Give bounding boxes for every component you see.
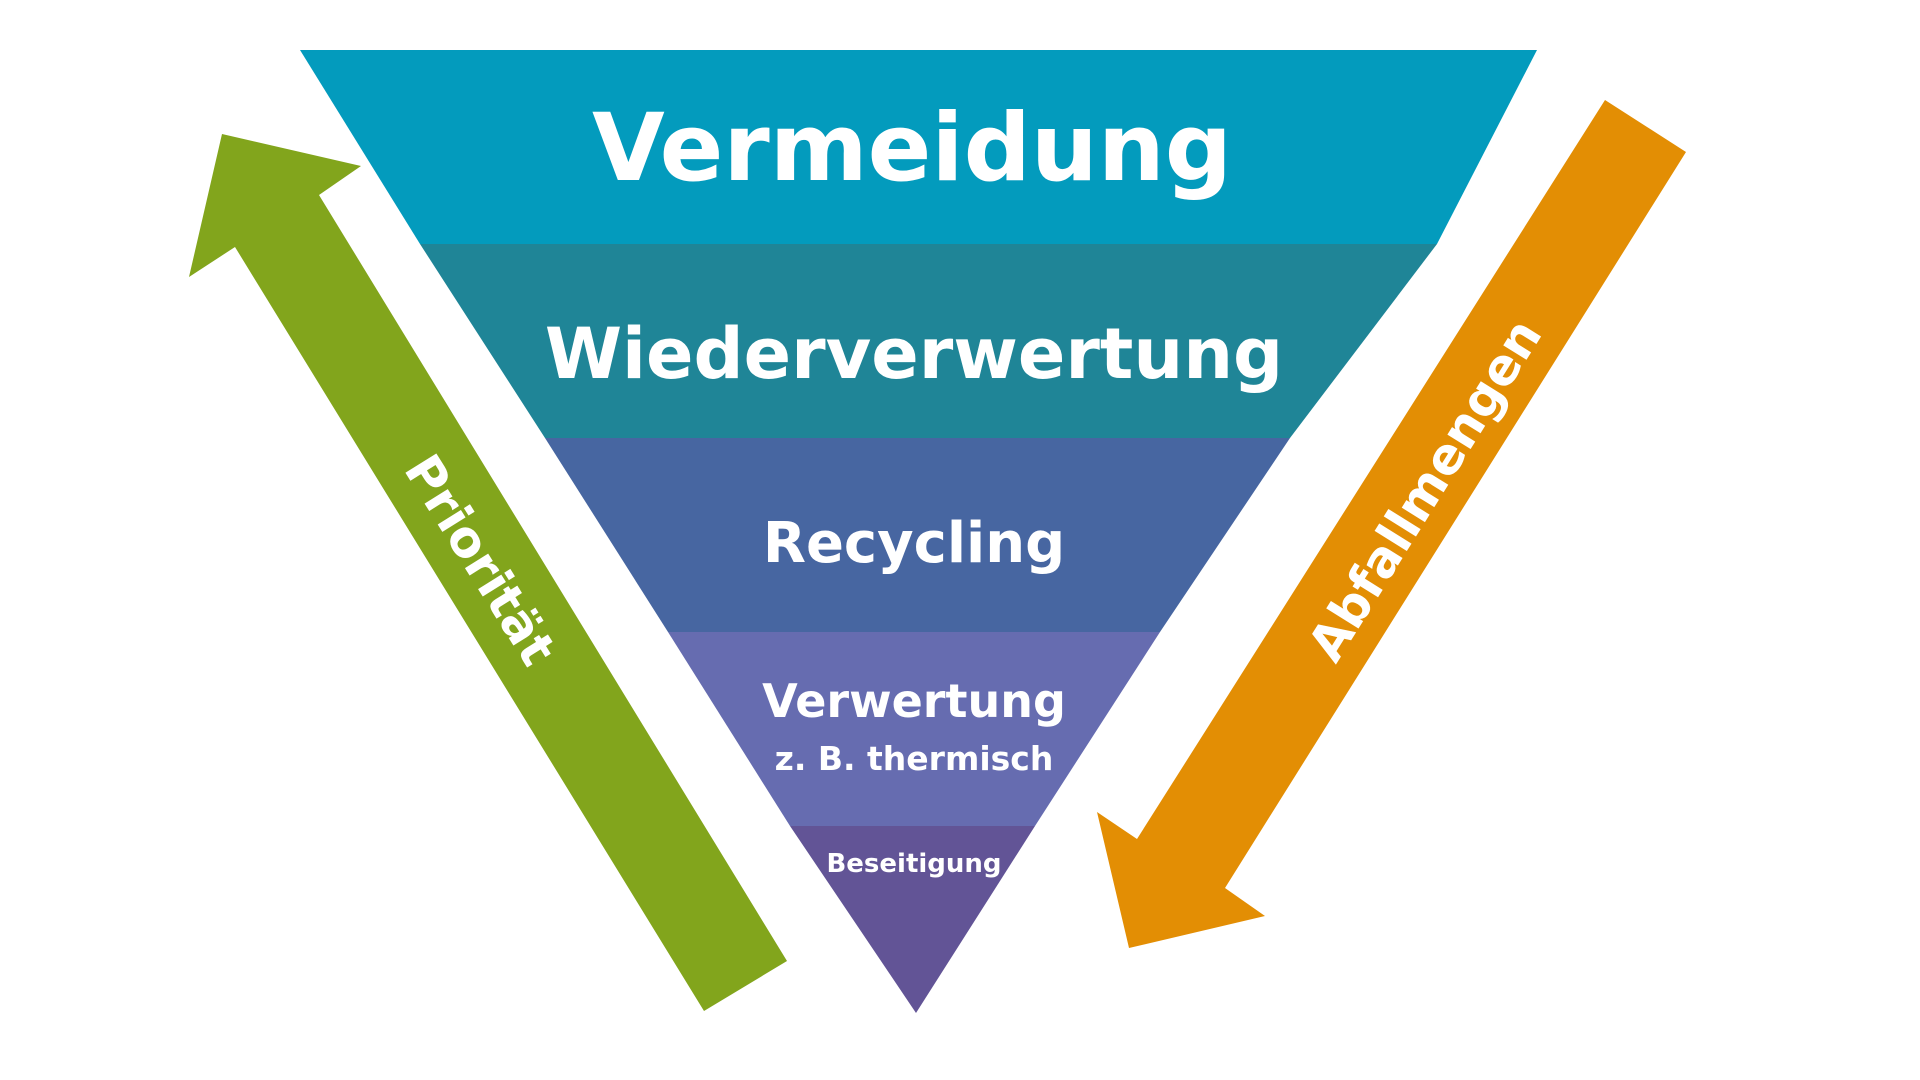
level-recycling [545,438,1290,632]
priority-arrow [189,134,787,1011]
level-vermeidung [300,50,1537,244]
level-label-recycling: Recycling [763,511,1065,576]
level-beseitigung [790,826,1035,1013]
level-label-vermeidung: Vermeidung [592,94,1232,203]
level-label-wiederverwertung: Wiederverwertung [545,313,1283,395]
level-verwertung [668,632,1160,826]
level-label-beseitigung: Beseitigung [826,849,1001,879]
level-sublabel-verwertung: z. B. thermisch [775,739,1054,778]
waste-volume-arrow [1097,100,1686,948]
level-wiederverwertung [420,244,1437,438]
level-label-verwertung: Verwertung [762,674,1066,728]
